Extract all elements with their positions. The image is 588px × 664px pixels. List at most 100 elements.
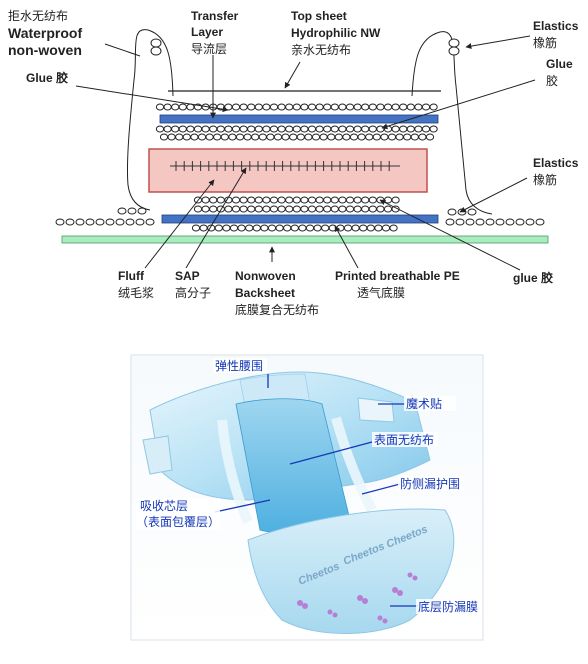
- glue-bead: [171, 125, 180, 133]
- glue-bead: [239, 196, 248, 204]
- glue-bead: [349, 133, 359, 141]
- leader-sap: [185, 167, 247, 269]
- glue-bead: [338, 125, 347, 133]
- glue-bead: [429, 125, 438, 133]
- glue-bead: [414, 103, 423, 111]
- glue-bead: [220, 133, 229, 141]
- glue-bead: [298, 224, 307, 232]
- right-cuff-outline: [411, 31, 493, 215]
- side-beads-left: [55, 207, 155, 226]
- glue-bead: [175, 133, 184, 141]
- glue-bead: [315, 103, 324, 111]
- glue-bead: [311, 133, 321, 141]
- glue-bead: [342, 133, 351, 141]
- pleader-core: [214, 499, 271, 513]
- glue-bead: [376, 205, 385, 213]
- glue-bead: [399, 125, 408, 133]
- glue-bead: [406, 125, 415, 133]
- leak-guard-left: [217, 419, 253, 524]
- label-printed-cn: 透气底膜: [357, 285, 405, 300]
- glue-bead: [353, 103, 362, 111]
- breathable-pe-layer: [161, 214, 439, 224]
- elastic-bead: [117, 207, 127, 215]
- glue-bead: [262, 103, 271, 111]
- magic-tape: [357, 397, 395, 423]
- elastic-bead: [137, 207, 147, 215]
- glue-bead: [159, 133, 169, 141]
- glue-bead: [319, 133, 328, 141]
- sap-particles: [175, 161, 390, 171]
- glue-bead: [115, 218, 125, 226]
- glue-bead: [336, 224, 345, 232]
- svg-text:弹性腰围: 弹性腰围: [215, 359, 263, 373]
- photo-label-leak-guard: 防侧漏护围: [398, 476, 464, 491]
- glue-bead: [292, 205, 301, 213]
- glue-bead: [216, 205, 225, 213]
- svg-text:防侧漏护围: 防侧漏护围: [400, 476, 460, 491]
- glue-bead: [421, 125, 431, 133]
- glue-bead: [277, 125, 286, 133]
- glue-bead: [199, 224, 208, 232]
- glue-bead: [251, 133, 260, 141]
- glue-bead: [383, 103, 393, 111]
- glue-bead: [495, 218, 505, 226]
- glue-bead: [313, 224, 322, 232]
- glue-bead: [345, 125, 355, 133]
- svg-text:吸收芯层: 吸收芯层: [140, 499, 188, 513]
- elastic-symbol-right: [448, 38, 460, 56]
- glue-bead: [163, 103, 172, 111]
- glue-bead: [254, 205, 263, 213]
- glue-bead: [252, 224, 261, 232]
- glue-bead: [399, 103, 408, 111]
- glue-bead: [368, 103, 377, 111]
- backsheet-layer: [61, 235, 549, 244]
- transfer-layer: [159, 114, 439, 124]
- glue-bead: [368, 125, 377, 133]
- glue-bead: [323, 196, 332, 204]
- glue-bead: [330, 103, 339, 111]
- glue-bead: [266, 133, 275, 141]
- glue-bead: [307, 103, 317, 111]
- label-sap-cn: 高分子: [175, 285, 211, 300]
- glue-bead: [277, 205, 286, 213]
- glue-bead: [231, 205, 241, 213]
- label-topsheet-en-1: Top sheet: [291, 9, 347, 23]
- glue-bead: [515, 218, 525, 226]
- glue-bead: [323, 103, 332, 111]
- glue-bead: [387, 133, 397, 141]
- glue-bead: [391, 125, 400, 133]
- glue-bead: [239, 103, 248, 111]
- glue-bead: [216, 196, 225, 204]
- glue-bead: [323, 205, 332, 213]
- leader-topsheet: [284, 61, 301, 89]
- pleader-leak-guard: [361, 483, 401, 495]
- label-topsheet-en-2: Hydrophilic NW: [291, 26, 381, 40]
- glue-bead: [155, 103, 165, 111]
- absorbent-core: [148, 148, 428, 193]
- glue-bead: [391, 205, 400, 213]
- leader-printed: [334, 225, 359, 269]
- glue-bead: [290, 224, 299, 232]
- side-beads-right: [445, 208, 545, 226]
- glue-bead: [505, 218, 515, 226]
- glue-beads-middle: [155, 125, 438, 141]
- glue-bead: [285, 125, 294, 133]
- glue-bead: [222, 224, 231, 232]
- glue-bead: [315, 196, 324, 204]
- glue-beads-bottom: [191, 224, 398, 232]
- label-transfer-cn: 导流层: [191, 42, 227, 56]
- glue-bead: [277, 196, 286, 204]
- glue-bead: [75, 218, 85, 226]
- photo-label-waistband: 弹性腰围: [213, 358, 267, 373]
- glue-bead: [224, 125, 233, 133]
- photo-label-surface: 表面无纺布: [372, 432, 438, 447]
- photo-label-magic-tape: 魔术贴: [404, 396, 456, 411]
- label-fluff-cn: 绒毛浆: [118, 285, 154, 300]
- glue-bead: [105, 218, 115, 226]
- glue-bead: [345, 103, 355, 111]
- glue-bead: [243, 133, 252, 141]
- leader-waterproof: [104, 43, 141, 57]
- glue-bead: [330, 125, 339, 133]
- glue-beads-upper: [155, 103, 438, 111]
